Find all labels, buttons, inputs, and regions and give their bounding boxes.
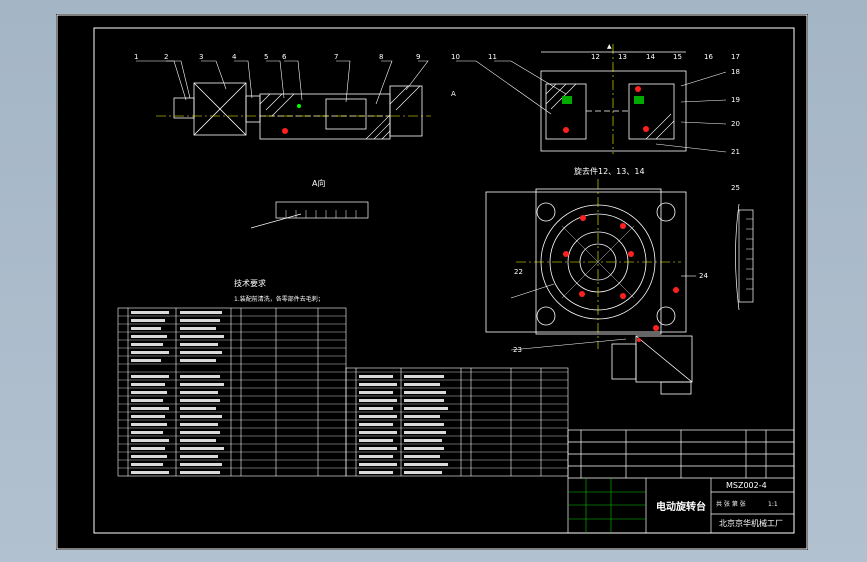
svg-text:14: 14 bbox=[646, 53, 655, 61]
plan-red-bolts bbox=[563, 215, 679, 299]
svg-text:23: 23 bbox=[513, 346, 522, 354]
sheet-info: 共 张 第 张 bbox=[716, 500, 746, 508]
svg-text:7: 7 bbox=[334, 53, 338, 61]
red-marker-1 bbox=[563, 127, 569, 133]
title-grid-green bbox=[568, 478, 646, 533]
svg-text:4: 4 bbox=[232, 53, 237, 61]
front-elevation-view bbox=[156, 82, 431, 140]
red-marker-2 bbox=[635, 86, 641, 92]
plan-view bbox=[485, 179, 687, 349]
svg-text:6: 6 bbox=[282, 53, 287, 61]
svg-text:25: 25 bbox=[731, 184, 740, 192]
svg-text:5: 5 bbox=[264, 53, 268, 61]
red-marker-3 bbox=[643, 126, 649, 132]
parts-rows bbox=[118, 315, 568, 469]
drawing-title: 电动旋转台 bbox=[656, 500, 706, 513]
scale-ticks bbox=[285, 210, 357, 218]
callouts-top-left: 1 2 3 4 5 6 7 8 9 bbox=[134, 53, 420, 61]
scale-ring-detail bbox=[250, 201, 369, 229]
svg-text:21: 21 bbox=[731, 148, 740, 156]
callouts-top-right: 10 11 12 13 14 15 16 17 18 19 20 21 bbox=[451, 53, 740, 156]
svg-text:19: 19 bbox=[731, 96, 740, 104]
svg-text:8: 8 bbox=[379, 53, 383, 61]
leaders-right bbox=[456, 60, 727, 153]
motor-bolt bbox=[653, 325, 659, 331]
parts-list bbox=[117, 307, 569, 477]
svg-text:17: 17 bbox=[731, 53, 740, 61]
hatch-front bbox=[259, 85, 421, 140]
svg-text:13: 13 bbox=[618, 53, 627, 61]
drawing-sheet: 1 2 3 4 5 6 7 8 9 A bbox=[56, 14, 808, 550]
view-a-label: A向 bbox=[312, 178, 325, 188]
marker-dot bbox=[297, 104, 301, 108]
drawing-svg: 1 2 3 4 5 6 7 8 9 A bbox=[56, 14, 808, 550]
side-scale bbox=[735, 203, 754, 311]
callouts-plan: 22 23 24 25 bbox=[513, 184, 740, 354]
company-name: 北京京华机械工厂 bbox=[719, 518, 783, 528]
svg-text:3: 3 bbox=[199, 53, 203, 61]
parts-text-placeholders bbox=[131, 311, 448, 474]
svg-text:22: 22 bbox=[514, 268, 523, 276]
motor-assembly bbox=[611, 335, 693, 395]
svg-text:24: 24 bbox=[699, 272, 708, 280]
bearing-green-2 bbox=[634, 96, 644, 104]
svg-text:20: 20 bbox=[731, 120, 740, 128]
side-ticks bbox=[746, 218, 753, 290]
svg-text:10: 10 bbox=[451, 53, 460, 61]
leaders-plan bbox=[510, 275, 696, 351]
svg-text:1: 1 bbox=[134, 53, 138, 61]
svg-text:2: 2 bbox=[164, 53, 168, 61]
tech-req-title: 技术要求 bbox=[234, 278, 266, 288]
drawing-number: MSZ002-4 bbox=[726, 481, 767, 490]
svg-text:18: 18 bbox=[731, 68, 740, 76]
motor-bolt-2 bbox=[637, 338, 641, 342]
scale-value: 1:1 bbox=[768, 501, 778, 508]
svg-text:9: 9 bbox=[416, 53, 420, 61]
detail-label: 旋去件12、13、14 bbox=[574, 166, 645, 176]
svg-text:11: 11 bbox=[488, 53, 497, 61]
section-label: A bbox=[451, 90, 456, 98]
leaders-left bbox=[136, 60, 429, 105]
svg-text:15: 15 bbox=[673, 53, 682, 61]
svg-text:12: 12 bbox=[591, 53, 600, 61]
svg-text:16: 16 bbox=[704, 53, 713, 61]
bearing-green bbox=[562, 96, 572, 104]
title-block bbox=[567, 429, 795, 534]
tech-req-line: 1.装配前清洗，各零部件去毛刺； bbox=[234, 295, 324, 303]
dim-top: ▲ bbox=[607, 43, 612, 50]
screw-marker bbox=[282, 128, 288, 134]
